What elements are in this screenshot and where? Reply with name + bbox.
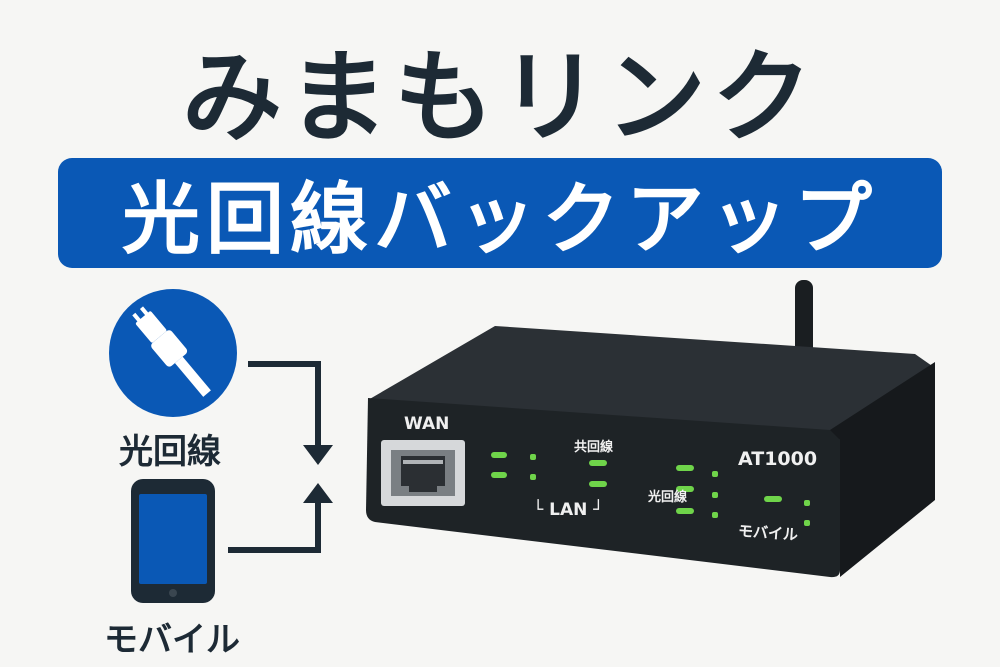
mobile-label: モバイル bbox=[104, 620, 240, 660]
lan-label: └ LAN ┘ bbox=[533, 500, 604, 520]
model-label: AT1000 bbox=[738, 448, 818, 470]
banner: 光回線バックアップ bbox=[58, 158, 942, 268]
banner-text: 光回線バックアップ bbox=[121, 175, 878, 265]
mobile-led-label: モバイル bbox=[737, 521, 799, 545]
lan-group-label: 共回線 bbox=[574, 440, 614, 455]
page-title: みまもリンク bbox=[182, 39, 818, 156]
fiber-cable-icon bbox=[109, 289, 237, 417]
fiber-label: 光回線 bbox=[119, 432, 221, 472]
wan-label: WAN bbox=[404, 414, 450, 434]
smartphone-icon bbox=[131, 479, 215, 603]
fiber-led-label: 光回線 bbox=[648, 490, 688, 505]
